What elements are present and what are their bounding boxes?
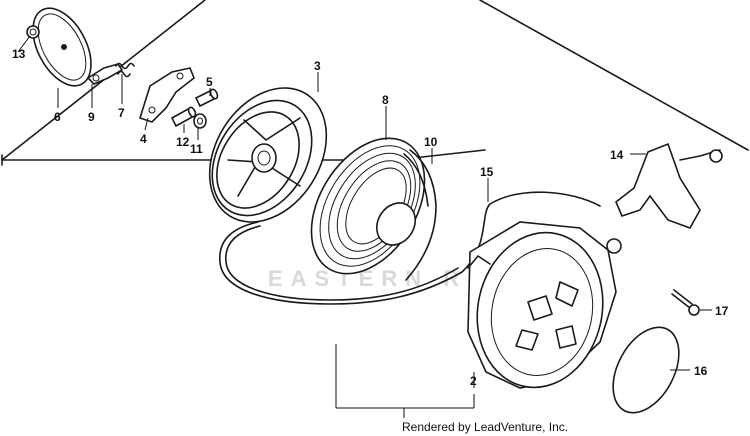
callout-6: 6 <box>54 110 61 124</box>
callout-2: 2 <box>470 374 477 388</box>
part-3-pulley <box>208 87 328 223</box>
callout-16: 16 <box>694 364 708 378</box>
part-16-gasket <box>612 326 680 414</box>
callout-5: 5 <box>206 75 213 89</box>
part-4-friction-plate <box>139 67 195 123</box>
callout-9: 9 <box>88 110 95 124</box>
callout-11: 11 <box>190 142 203 156</box>
part-9-ratchet <box>86 63 124 85</box>
part-11-washer <box>193 113 207 129</box>
part-5-pin <box>194 88 219 108</box>
callout-14: 14 <box>610 148 624 162</box>
callout-12: 12 <box>176 135 190 149</box>
part-10-retainer <box>403 149 437 281</box>
callout-17: 17 <box>715 304 729 318</box>
part-17-bolt <box>671 289 700 316</box>
callout-7: 7 <box>118 106 125 120</box>
part-12-pin <box>170 106 197 128</box>
callout-10: 10 <box>424 135 438 149</box>
callout-4: 4 <box>140 132 147 146</box>
part-14-starter-grip <box>615 142 723 229</box>
callout-15: 15 <box>480 165 494 179</box>
callout-3: 3 <box>314 59 321 73</box>
leader-lines <box>17 35 712 418</box>
callout-8: 8 <box>382 93 389 107</box>
callout-13: 13 <box>12 47 26 61</box>
part-13-bolt <box>26 25 40 39</box>
part-2-starter-case <box>467 221 622 389</box>
part-6-cover-plate <box>32 7 92 87</box>
part-callouts: 13 6 9 7 4 5 12 11 3 8 10 15 14 17 16 2 <box>12 47 729 388</box>
part-8-recoil-spring <box>310 137 426 275</box>
part-15-starter-rope <box>219 191 601 305</box>
render-credit: Rendered by LeadVenture, Inc. <box>402 420 568 434</box>
part-7-spring <box>115 62 135 78</box>
